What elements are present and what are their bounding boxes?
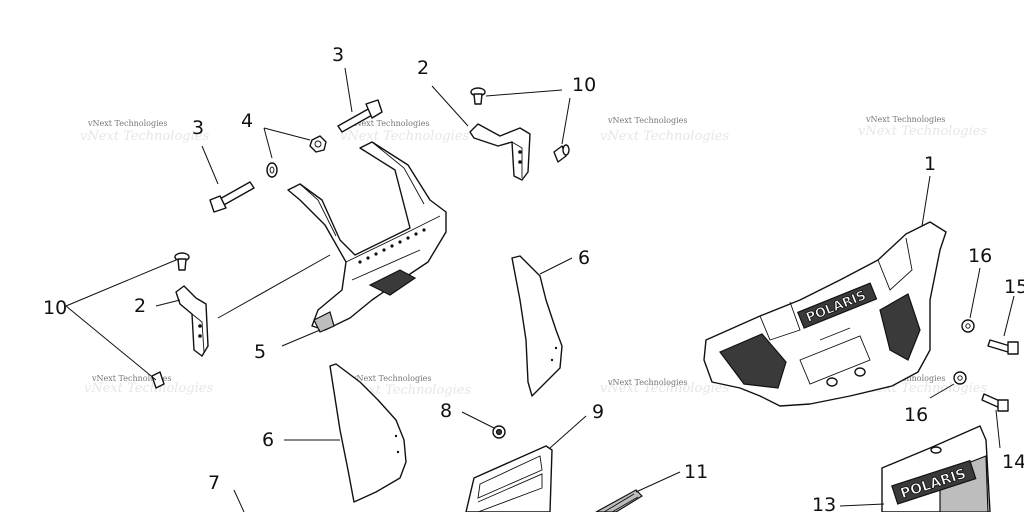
callout-3-left: 3 [192, 117, 204, 139]
svg-text:vNext Technologies: vNext Technologies [351, 374, 431, 383]
bolt-right-upper [987, 339, 1019, 355]
washer [266, 162, 278, 178]
callout-5: 5 [254, 341, 266, 363]
bolt-upper [337, 99, 383, 133]
callout-16-lower: 16 [904, 404, 928, 426]
brace-holes [358, 228, 426, 264]
callout-10-top: 10 [572, 74, 596, 96]
svg-text:vNext Technologies: vNext Technologies [607, 378, 687, 387]
leader-lines [65, 67, 1015, 512]
svg-text:vNext Technologies: vNext Technologies [349, 119, 429, 128]
callout-7: 7 [208, 472, 220, 494]
bolt-right-lower [981, 393, 1009, 412]
callout-8: 8 [440, 400, 452, 422]
washer-right-upper [961, 319, 975, 333]
svg-text:vNext Technologies: vNext Technologies [600, 129, 729, 144]
callout-2-top: 2 [417, 57, 429, 79]
mesh-screen [595, 489, 643, 512]
splash-panel-left [329, 363, 407, 503]
svg-text:vNext Technologies: vNext Technologies [80, 129, 209, 144]
svg-text:vNext Technologies: vNext Technologies [84, 381, 213, 396]
push-rivet-top-right [553, 144, 570, 163]
front-grille-panel: POLARIS [881, 425, 991, 512]
bumper-brace-frame [287, 141, 447, 333]
svg-text:vNext Technologies: vNext Technologies [340, 129, 469, 144]
bolt-left [209, 181, 255, 213]
callout-13: 13 [812, 494, 836, 512]
push-rivet-top [470, 87, 486, 105]
callout-10-left: 10 [43, 297, 67, 319]
mounting-bracket-lower [175, 285, 209, 357]
callout-14: 14 [1002, 451, 1024, 473]
svg-text:vNext Technologies: vNext Technologies [87, 119, 167, 128]
svg-text:vNext Technologies: vNext Technologies [858, 124, 987, 139]
watermark-4: vNext Technologies vNext Technologies [858, 115, 987, 139]
watermark-5: vNext Technologies vNext Technologies [84, 374, 213, 396]
grommet [492, 425, 506, 439]
watermark-7: vNext Technologies vNext Technologies [600, 378, 729, 396]
callout-4: 4 [241, 110, 253, 132]
callout-15: 15 [1004, 276, 1024, 298]
callout-3-top: 3 [332, 44, 344, 66]
push-rivet-left-upper [174, 252, 190, 271]
front-bumper: POLARIS [703, 221, 947, 407]
nut [309, 135, 327, 153]
callout-6-left: 6 [262, 429, 274, 451]
callout-6-right: 6 [578, 247, 590, 269]
push-rivet-left-lower [151, 371, 165, 389]
mounting-bracket-upper [469, 123, 531, 181]
watermark-6: vNext Technologies vNext Technologies [342, 374, 471, 398]
callout-11: 11 [684, 461, 708, 483]
svg-text:vNext Technologies: vNext Technologies [91, 374, 171, 383]
svg-text:vNext Technologies: vNext Technologies [865, 115, 945, 124]
callout-16-upper: 16 [968, 245, 992, 267]
svg-text:vNext Technologies: vNext Technologies [342, 383, 471, 398]
callout-9: 9 [592, 401, 604, 423]
washer-right-lower [953, 371, 967, 385]
svg-text:vNext Technologies: vNext Technologies [607, 116, 687, 125]
watermark-1: vNext Technologies vNext Technologies [80, 119, 209, 144]
svg-text:vNext Technologies: vNext Technologies [600, 381, 729, 396]
splash-panel-right [511, 255, 563, 397]
callout-1: 1 [924, 153, 936, 175]
grille-frame [465, 445, 553, 512]
watermark-2: vNext Technologies vNext Technologies [340, 119, 469, 144]
watermark-3: vNext Technologies vNext Technologies [600, 116, 729, 144]
callout-2-left: 2 [134, 295, 146, 317]
callout-labels: 3 3 4 2 10 10 2 5 6 6 7 8 9 11 1 16 15 1… [43, 44, 1024, 512]
